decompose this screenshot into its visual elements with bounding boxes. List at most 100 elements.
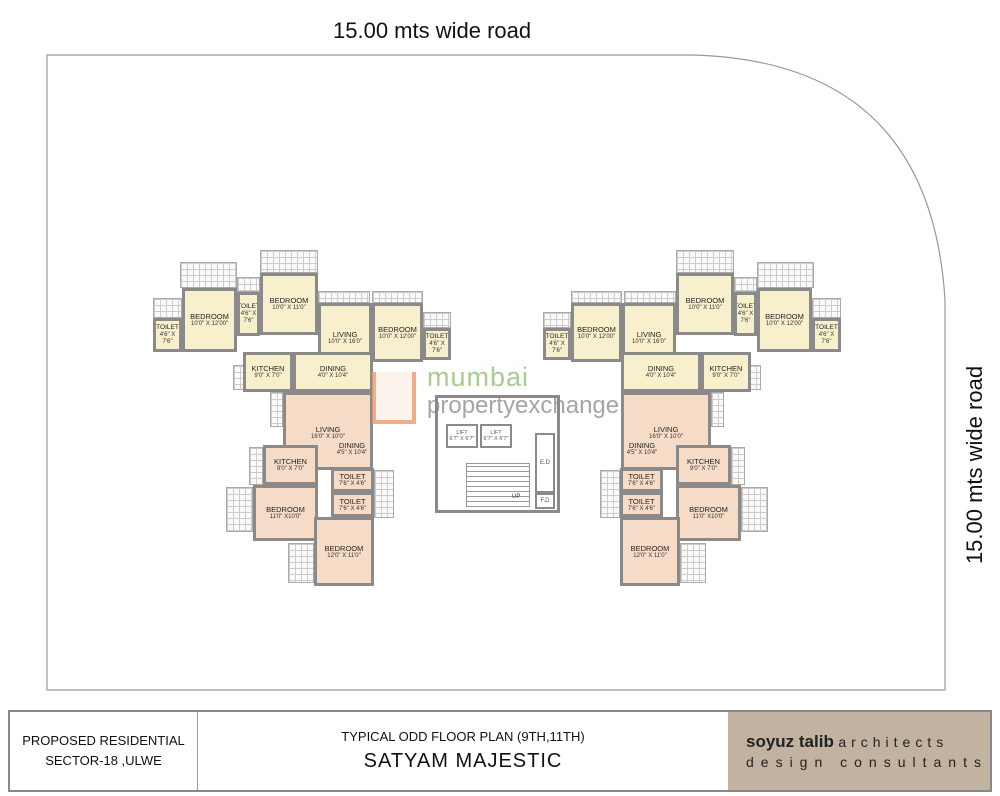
terrace bbox=[680, 543, 706, 583]
room-dimensions: 9'0" X 7'0" bbox=[254, 373, 282, 379]
room-dimensions: 10'0" X 16'0" bbox=[328, 339, 362, 345]
architect-logo: soyuz talib architects design consultant… bbox=[728, 712, 990, 790]
room-dimensions: 12'0" X 11'0" bbox=[633, 552, 667, 559]
project-line-1: PROPOSED RESIDENTIAL bbox=[22, 733, 185, 748]
room-name: KITCHEN bbox=[274, 457, 307, 466]
room-name: TOILET bbox=[815, 324, 838, 331]
terrace bbox=[249, 447, 263, 485]
room-name: LIVING bbox=[653, 425, 679, 434]
fire-duct: F.D bbox=[535, 493, 555, 509]
room-dimensions: 10'0" X 12'00" bbox=[378, 333, 417, 340]
room-dimensions: 4'5" X 10'4" bbox=[626, 450, 658, 456]
room-dimensions: 4'5" X 10'4" bbox=[336, 450, 368, 456]
road-label-top: 15.00 mts wide road bbox=[333, 18, 532, 43]
room-name: TOILET bbox=[734, 303, 757, 310]
terrace bbox=[812, 298, 841, 318]
firm-name: soyuz talib bbox=[746, 732, 834, 751]
room-dimensions: 4'6" X 7'6" bbox=[549, 341, 565, 354]
room-name: KITCHEN bbox=[709, 364, 743, 373]
terrace bbox=[260, 250, 318, 273]
room-name: LIVING bbox=[332, 330, 358, 339]
room-name: BEDROOM bbox=[765, 312, 804, 321]
room-name: TOILET bbox=[237, 303, 260, 310]
room-name: TOILET bbox=[339, 496, 366, 506]
room-dimensions: 9'0" X 7'0" bbox=[712, 373, 740, 379]
room-dimensions: 16'0" X 10'0" bbox=[649, 434, 683, 440]
room-dimensions: 9'0" X 7'0" bbox=[689, 466, 718, 472]
room-name: DINING bbox=[647, 364, 675, 373]
room-dimensions: 10'0" X 12'00" bbox=[765, 321, 804, 327]
room-name: TOILET bbox=[628, 472, 655, 481]
room-name: DINING bbox=[319, 364, 347, 373]
room-name: KITCHEN bbox=[687, 457, 720, 466]
terrace bbox=[571, 291, 622, 303]
room-name: BEDROOM bbox=[324, 543, 364, 553]
room-name: TOILET bbox=[425, 333, 449, 340]
terrace bbox=[741, 487, 768, 532]
watermark-propertyexchange: propertyexchange bbox=[427, 392, 620, 419]
room-name: LIVING bbox=[636, 330, 662, 339]
room-dimensions: 11'0" X10'0" bbox=[692, 514, 725, 520]
room-name: BEDROOM bbox=[685, 296, 725, 305]
stair-up-label: UP bbox=[512, 494, 521, 500]
terrace bbox=[318, 291, 370, 303]
project-line-2: SECTOR-18 ,ULWE bbox=[45, 753, 162, 768]
room-dimensions: 4'6" X 7'6" bbox=[159, 332, 176, 345]
terrace bbox=[237, 277, 260, 292]
room-dimensions: 7'6" X 4'6" bbox=[338, 505, 367, 512]
room-dimensions: 4'6" X 7'6" bbox=[818, 332, 835, 345]
terrace bbox=[600, 470, 620, 518]
firm-tagline: design consultants bbox=[746, 754, 988, 770]
building-name: SATYAM MAJESTIC bbox=[363, 750, 563, 772]
title-block: PROPOSED RESIDENTIAL SECTOR-18 ,ULWE TYP… bbox=[8, 710, 992, 792]
watermark-logo bbox=[372, 372, 416, 424]
room-dimensions: 10'0" X 11'0" bbox=[272, 305, 306, 311]
room-dimensions: 4'6" X 7'6" bbox=[429, 341, 445, 354]
electric-duct: E.D bbox=[535, 433, 555, 493]
room-dimensions: 11'0" X10'0" bbox=[269, 514, 302, 520]
room-name: TOILET bbox=[339, 472, 366, 481]
room-dimensions: 10'0" X 12'00" bbox=[577, 333, 616, 340]
room-name: BEDROOM bbox=[630, 543, 670, 553]
terrace bbox=[270, 392, 283, 427]
project-info: PROPOSED RESIDENTIAL SECTOR-18 ,ULWE bbox=[10, 712, 198, 790]
room-dimensions: 10'0" X 12'00" bbox=[190, 321, 229, 327]
room-dimensions: 7'6" X 4'6" bbox=[338, 481, 367, 487]
room-dimensions: 9'0" X 7'0" bbox=[276, 466, 305, 472]
firm-word: architects bbox=[838, 734, 949, 750]
room-name: KITCHEN bbox=[251, 364, 285, 373]
room-dimensions: 10'0" X 11'0" bbox=[688, 305, 722, 311]
room-name: TOILET bbox=[628, 496, 655, 506]
terrace bbox=[180, 262, 237, 288]
room-name: DINING bbox=[338, 441, 366, 450]
terrace bbox=[711, 392, 724, 427]
